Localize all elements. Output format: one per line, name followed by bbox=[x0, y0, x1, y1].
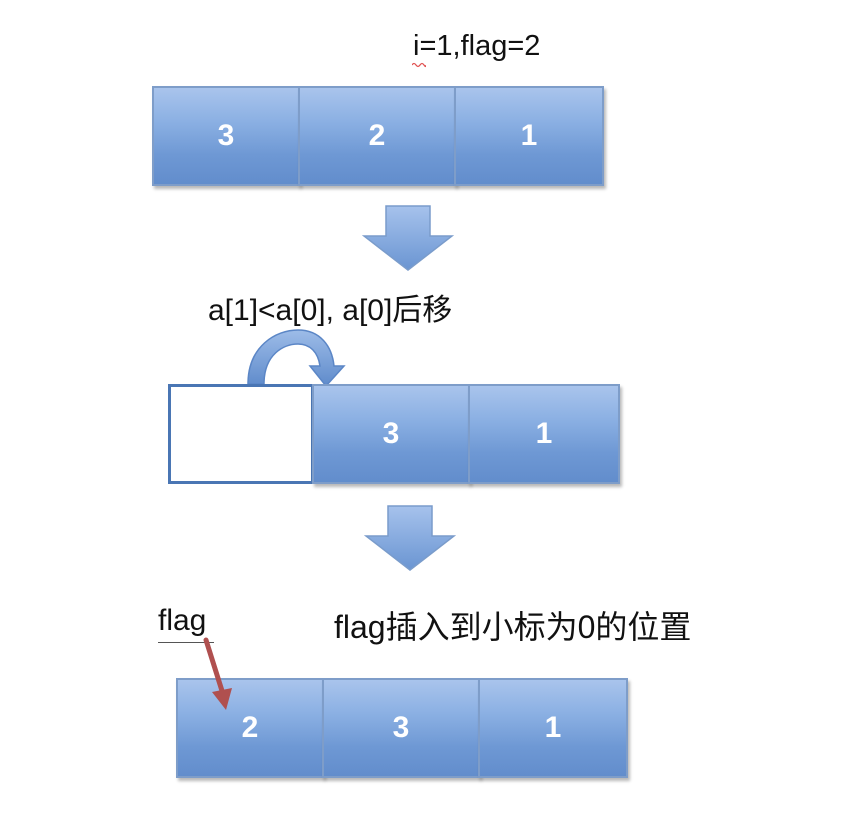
flag-pointer-arrow bbox=[203, 637, 232, 710]
array-step1: 3 2 1 bbox=[152, 86, 604, 186]
array-cell: 1 bbox=[468, 384, 620, 484]
array-cell: 1 bbox=[454, 86, 604, 186]
array-cell: 1 bbox=[478, 678, 628, 778]
array-cell: 2 bbox=[298, 86, 456, 186]
array-step3: 2 3 1 bbox=[176, 678, 628, 778]
array-cell: 2 bbox=[176, 678, 324, 778]
array-cell: 3 bbox=[312, 384, 470, 484]
array-cell: 3 bbox=[152, 86, 300, 186]
step1-label: i=1,flag=2 bbox=[413, 30, 541, 62]
down-arrow-1 bbox=[362, 205, 454, 271]
array-step2: 3 1 bbox=[168, 384, 620, 484]
spellcheck-squiggle bbox=[412, 62, 426, 68]
curved-shift-arrow bbox=[247, 329, 346, 388]
flag-underline bbox=[158, 642, 214, 643]
array-cell: 3 bbox=[322, 678, 480, 778]
empty-cell bbox=[168, 384, 314, 484]
step2-label: a[1]<a[0], a[0]后移 bbox=[208, 294, 453, 327]
flag-label: flag bbox=[158, 604, 207, 637]
down-arrow-2 bbox=[364, 505, 456, 571]
step3-label: flag插入到小标为0的位置 bbox=[334, 609, 692, 645]
